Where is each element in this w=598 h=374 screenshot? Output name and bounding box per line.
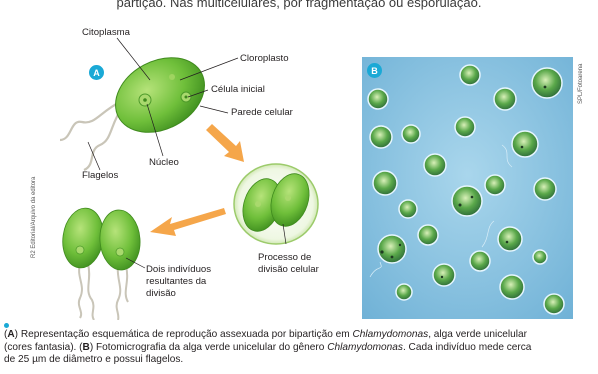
label-initial-cell: Célula inicial — [211, 84, 265, 96]
micrograph-cells — [362, 57, 573, 319]
caption-line-2: (cores fantasia). (B) Fotomicrografia da… — [4, 342, 598, 355]
panel-b-badge: B — [367, 63, 382, 78]
panel-a-badge: A — [89, 65, 104, 80]
label-nucleus: Núcleo — [149, 157, 179, 169]
caption-line-1: (A) Representação esquemática de reprodu… — [4, 329, 598, 342]
label-chloroplast: Cloroplasto — [240, 53, 289, 65]
label-result-3: divisão — [146, 288, 176, 300]
label-division-1: Processo de — [258, 252, 311, 264]
initial-cell-shape — [103, 43, 218, 147]
label-cell-wall: Parede celular — [231, 107, 293, 119]
arrow-to-division — [206, 124, 244, 162]
result-cells-shape — [59, 206, 142, 320]
label-division-2: divisão celular — [258, 264, 319, 276]
panel-a-credit: R2 Editorial/Arquivo da editora — [31, 177, 37, 258]
label-result-1: Dois indivíduos — [146, 264, 211, 276]
dividing-cell-shape — [234, 164, 318, 244]
photomicrograph — [362, 57, 573, 319]
figure-caption: (A) Representação esquemática de reprodu… — [4, 329, 598, 367]
label-cytoplasm: Citoplasma — [82, 27, 130, 39]
label-flagella: Flagelos — [82, 170, 118, 182]
arrow-to-result — [150, 208, 226, 236]
flagella-main — [60, 102, 122, 170]
panel-b-credit: SPL/Fotoarena — [578, 64, 584, 104]
caption-bullet — [4, 323, 9, 328]
caption-line-3: de 25 µm de diâmetro e possui flagelos. — [4, 354, 598, 367]
label-result-2: resultantes da — [146, 276, 206, 288]
